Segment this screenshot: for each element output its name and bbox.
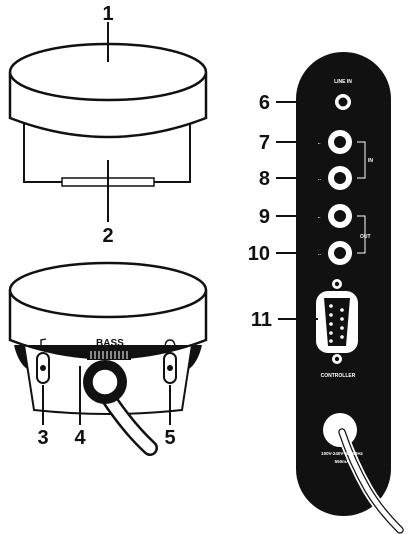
- bass-knob[interactable]: [87, 350, 131, 360]
- controller-port: [324, 298, 350, 346]
- callout-1: 1: [102, 3, 113, 25]
- rca-out-left-hole: [334, 210, 346, 222]
- controller-label: CONTROLLER: [321, 373, 356, 379]
- music-note-icon: [38, 338, 47, 350]
- power-spec-line2: 550mA: [335, 459, 351, 464]
- rca-out-right-hole: [334, 247, 346, 259]
- callout-9: 9: [259, 206, 270, 228]
- headphone-jack-hole: [167, 365, 173, 371]
- callout-8: 8: [259, 168, 270, 190]
- panel-body: [296, 52, 391, 516]
- line-in-jack-hole: [338, 97, 348, 107]
- out-bracket: [357, 215, 366, 254]
- callout-7: 7: [259, 132, 270, 154]
- controller-pins: [329, 304, 344, 343]
- callout-5: 5: [164, 427, 175, 449]
- controller-screw-top-hole: [334, 281, 340, 287]
- in-bracket: [357, 141, 366, 179]
- bass-label: BASS: [96, 338, 124, 349]
- line-in-label: LINE IN: [334, 79, 352, 85]
- callout-6: 6: [259, 92, 270, 114]
- aux-jack-hole: [40, 365, 46, 371]
- power-cable: [339, 429, 403, 533]
- pod-bottom-top-surface: [8, 261, 208, 319]
- in-label: IN: [368, 158, 373, 164]
- rca-in-left-hole: [334, 136, 346, 148]
- callout-11: 11: [251, 309, 272, 331]
- rca-in-right-hole: [334, 172, 346, 184]
- cable-grommet-inner: [91, 368, 119, 396]
- callout-4: 4: [74, 427, 86, 449]
- power-spec-line1: 100V-240V~50/60Hz: [321, 451, 363, 456]
- callout-2: 2: [102, 225, 113, 247]
- out-label: OUT: [360, 234, 371, 240]
- speaker-pod-bottom: BASS: [8, 261, 208, 456]
- callout-3: 3: [37, 427, 48, 449]
- rear-panel: LINE IN L R IN L R OUT CON: [276, 52, 406, 534]
- bass-knob-ridges: [90, 351, 128, 359]
- speaker-pod-top: [8, 22, 208, 222]
- callout-10: 10: [248, 243, 270, 265]
- headphones-icon: [164, 339, 176, 349]
- controller-screw-bottom-hole: [334, 356, 340, 362]
